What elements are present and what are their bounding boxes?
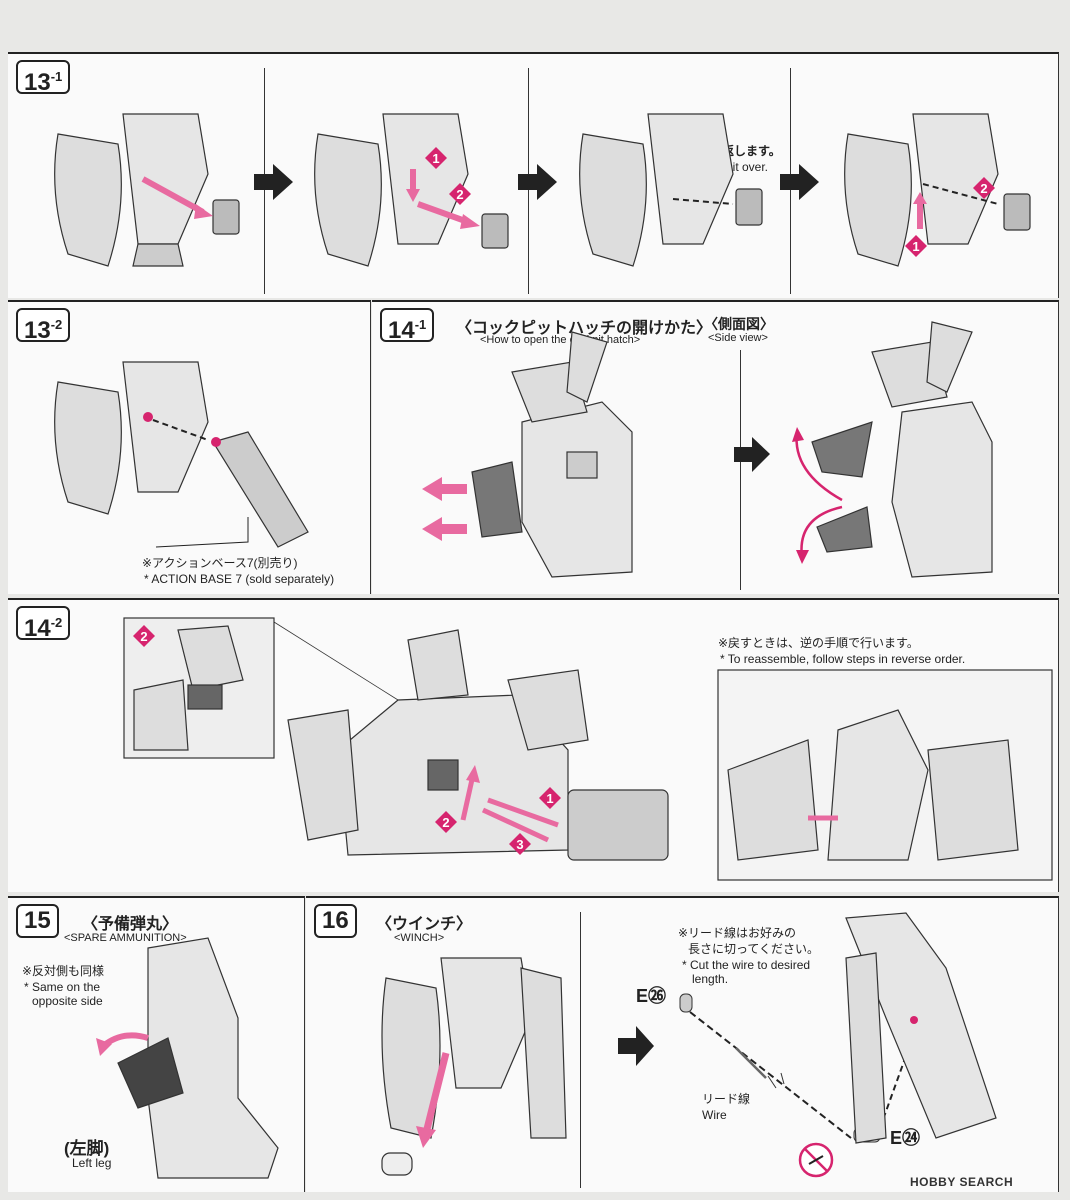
step-13-2-number: 13-2 (16, 308, 71, 344)
reassemble-note-en: * To reassemble, follow steps in reverse… (720, 652, 966, 666)
side-view-title-en: <Side view> (708, 332, 768, 344)
step-15-title-jp: 〈予備弾丸〉 (82, 916, 179, 933)
step-13-1-illustration (54, 113, 1031, 267)
step-16-number: 16 (314, 904, 357, 938)
divider (740, 350, 741, 590)
svg-text:2: 2 (456, 187, 463, 202)
marker-2: 2 (132, 624, 156, 653)
step-14-1-panel: 14-1 〈コックピットハッチの開けかた〉 <How to open the c… (372, 300, 1059, 594)
svg-text:1: 1 (432, 151, 439, 166)
wire-note-en-2: length. (692, 972, 729, 986)
marker-2: 2 (972, 176, 996, 205)
wire-note-jp-2: 長さに切ってください。 (688, 942, 820, 956)
step-16-title-en: <WINCH> (394, 932, 445, 944)
svg-text:2: 2 (442, 815, 449, 830)
svg-text:2: 2 (140, 629, 147, 644)
step-15-illustration (96, 937, 279, 1179)
step-16-panel: 16 〈ウインチ〉 <WINCH> ※リード線はお好みの 長さに切ってください。… (306, 896, 1059, 1192)
marker-2: 2 (434, 810, 458, 839)
step-14-2-panel: 14-2 ※戻すときは、逆の手順で行います。 * To reassemble, … (8, 598, 1059, 892)
step-16-illustration (381, 912, 997, 1178)
svg-text:3: 3 (516, 837, 523, 852)
step-14-1-title-jp: 〈コックピットハッチの開けかた〉 (456, 320, 713, 337)
step-15-title-en: <SPARE AMMUNITION> (64, 932, 187, 944)
wire-note-jp-1: ※リード線はお好みの (678, 926, 797, 940)
divider (580, 912, 581, 1188)
svg-text:1: 1 (546, 791, 553, 806)
step-14-1-illustration (422, 321, 993, 578)
step-14-2-illustration (123, 617, 1053, 881)
step-13-1-number: 13-1 (16, 60, 71, 96)
opposite-side-note-en-1: * Same on the (24, 980, 101, 994)
action-base-note-en: * ACTION BASE 7 (sold separately) (144, 572, 335, 586)
part-e24-label: E㉔ (890, 1128, 921, 1148)
step-15-panel: 15 〈予備弾丸〉 <SPARE AMMUNITION> ※反対側も同様 * S… (8, 896, 305, 1192)
side-view-title-jp: 〈側面図〉 (704, 316, 774, 332)
step-14-2-number: 14-2 (16, 606, 71, 642)
step-14-1-number: 14-1 (380, 308, 435, 344)
step-13-1-panel: 13-1 裏返します。 Flip it over. (8, 52, 1059, 298)
step-13-2-illustration (54, 361, 309, 548)
wire-label-en: Wire (702, 1108, 727, 1122)
opposite-side-note-en-2: opposite side (32, 994, 103, 1008)
marker-2: 2 (448, 182, 472, 211)
marker-1: 1 (538, 786, 562, 815)
step-15-number: 15 (16, 904, 59, 938)
step-16-title-jp: 〈ウインチ〉 (376, 916, 473, 933)
marker-3: 3 (508, 832, 532, 861)
watermark: HOBBY SEARCH (910, 1175, 1014, 1189)
svg-text:1: 1 (912, 239, 919, 254)
step-13-2-panel: 13-2 ※アクションベース7(別売り) * ACTION BASE 7 (so… (8, 300, 371, 594)
svg-text:2: 2 (980, 181, 987, 196)
action-base-note-jp: ※アクションベース7(別売り) (142, 556, 298, 570)
opposite-side-note-jp: ※反対側も同様 (22, 964, 105, 978)
wire-note-en-1: * Cut the wire to desired (682, 958, 811, 972)
left-leg-label-jp: (左脚) (64, 1139, 110, 1158)
marker-1: 1 (904, 234, 928, 263)
reassemble-note-jp: ※戻すときは、逆の手順で行います。 (718, 636, 919, 650)
marker-1: 1 (424, 146, 448, 175)
wire-label-jp: リード線 (702, 1092, 751, 1106)
part-e26-label: E㉖ (636, 986, 667, 1006)
left-leg-label-en: Left leg (72, 1156, 112, 1170)
